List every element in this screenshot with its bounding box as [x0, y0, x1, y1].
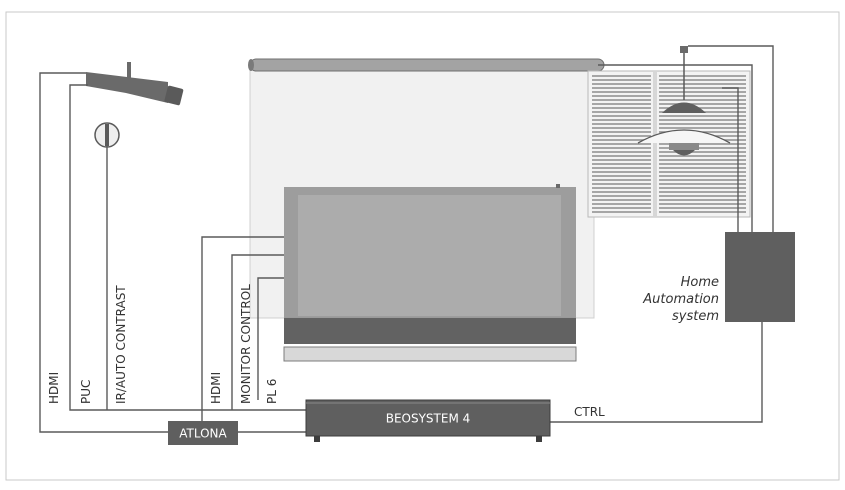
cable-ctrl: [550, 322, 763, 423]
beosystem-foot-right: [536, 436, 542, 442]
label-monitor-control: MONITOR CONTROL: [239, 284, 253, 404]
cable-puc: [69, 84, 306, 411]
ir-sensor: [94, 122, 120, 148]
label-ir-auto-contrast: IR/AUTO CONTRAST: [114, 285, 128, 404]
cables: [39, 45, 774, 433]
atlona-device: [168, 421, 238, 445]
tv-screen: [298, 195, 561, 316]
cable-hdmi-camera: [39, 72, 168, 433]
camera-projector: [86, 62, 184, 106]
home-automation-box: Home Automation system: [642, 232, 795, 324]
cable-blinds: [722, 87, 739, 232]
beosystem-device: [305, 399, 551, 437]
tv-stand: [283, 346, 577, 362]
home-automation-line-2: Automation: [642, 292, 719, 307]
cable-screen: [598, 64, 753, 232]
tv-monitor: [283, 184, 577, 362]
screen-roller: [249, 58, 605, 72]
cable-monitor-control: [231, 254, 284, 410]
label-ctrl: CTRL: [574, 405, 605, 419]
atlona-box: ATLONA: [168, 421, 238, 445]
label-pl6: PL 6: [265, 379, 279, 404]
home-automation-line-3: system: [672, 309, 719, 324]
tv-sensor: [556, 184, 560, 188]
beosystem-label: BEOSYSTEM 4: [386, 412, 471, 426]
label-puc: PUC: [79, 380, 93, 404]
cable-lamp: [688, 45, 774, 232]
home-automation-line-1: Home: [681, 275, 719, 290]
atlona-label: ATLONA: [179, 427, 227, 441]
projector-body: [86, 72, 168, 103]
home-automation-device: [725, 232, 795, 322]
roller-end: [248, 59, 254, 71]
label-hdmi-camera: HDMI: [47, 372, 61, 404]
ceiling-lamp: [637, 46, 731, 156]
label-hdmi-tv: HDMI: [209, 372, 223, 404]
tv-bottom-bar: [284, 318, 576, 344]
cable-hdmi-tv: [201, 236, 284, 422]
beosystem-foot-left: [314, 436, 320, 442]
beosystem-box: BEOSYSTEM 4: [305, 399, 551, 442]
blind-slats: [592, 75, 746, 213]
cable-pl6: [257, 277, 284, 400]
diagram-frame: [5, 11, 840, 481]
